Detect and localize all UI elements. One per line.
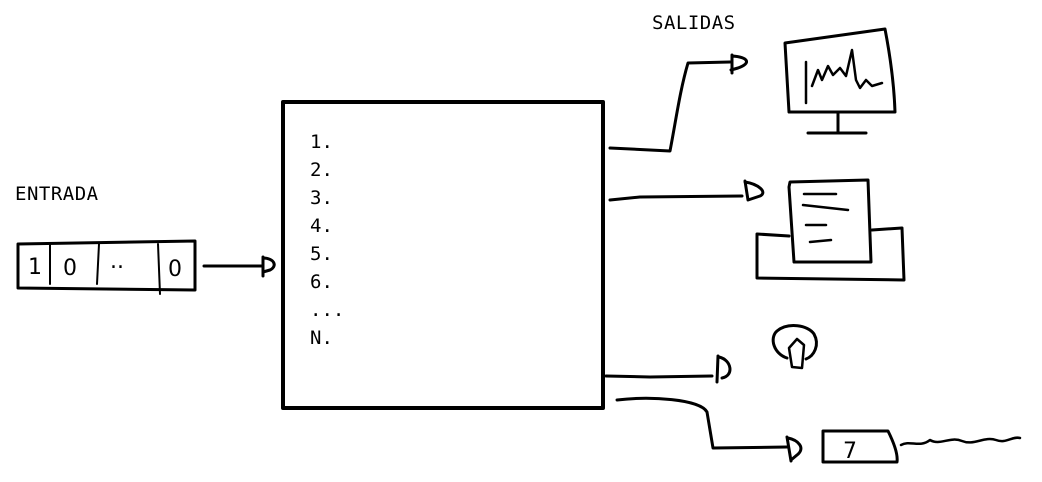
algorithm-step: 5. bbox=[310, 243, 333, 265]
input-tape-cell-3: .. bbox=[110, 249, 124, 274]
algorithm-steps-list: 1. 2. 3. 4. 5. 6. ... N. bbox=[310, 128, 344, 352]
algorithm-step: 2. bbox=[310, 159, 333, 181]
lightbulb-icon bbox=[771, 324, 818, 370]
printer-icon bbox=[755, 178, 906, 282]
algorithm-step: 1. bbox=[310, 131, 333, 153]
input-tape-cell-2: 0 bbox=[63, 256, 77, 281]
output-arrow-tape bbox=[615, 396, 803, 463]
algorithm-box bbox=[281, 100, 605, 410]
input-tape-cell-1: 1 bbox=[28, 255, 42, 280]
outputs-label: SALIDAS bbox=[652, 12, 736, 34]
algorithm-step: 4. bbox=[310, 215, 333, 237]
output-arrow-monitor bbox=[608, 53, 748, 153]
input-arrow bbox=[202, 255, 276, 278]
output-tape: 7 bbox=[821, 429, 1022, 464]
input-tape-cell-4: 0 bbox=[168, 257, 182, 282]
output-arrow-printer bbox=[608, 179, 765, 202]
output-tape-cell: 7 bbox=[843, 439, 857, 464]
input-tape: 1 0 .. 0 bbox=[16, 239, 197, 295]
algorithm-step: 6. bbox=[310, 271, 333, 293]
algorithm-step: N. bbox=[310, 327, 333, 349]
output-arrow-lightbulb bbox=[604, 354, 732, 384]
input-label: ENTRADA bbox=[15, 183, 99, 205]
algorithm-step: 3. bbox=[310, 187, 333, 209]
monitor-chart-icon bbox=[783, 27, 897, 135]
algorithm-step: ... bbox=[310, 299, 345, 321]
